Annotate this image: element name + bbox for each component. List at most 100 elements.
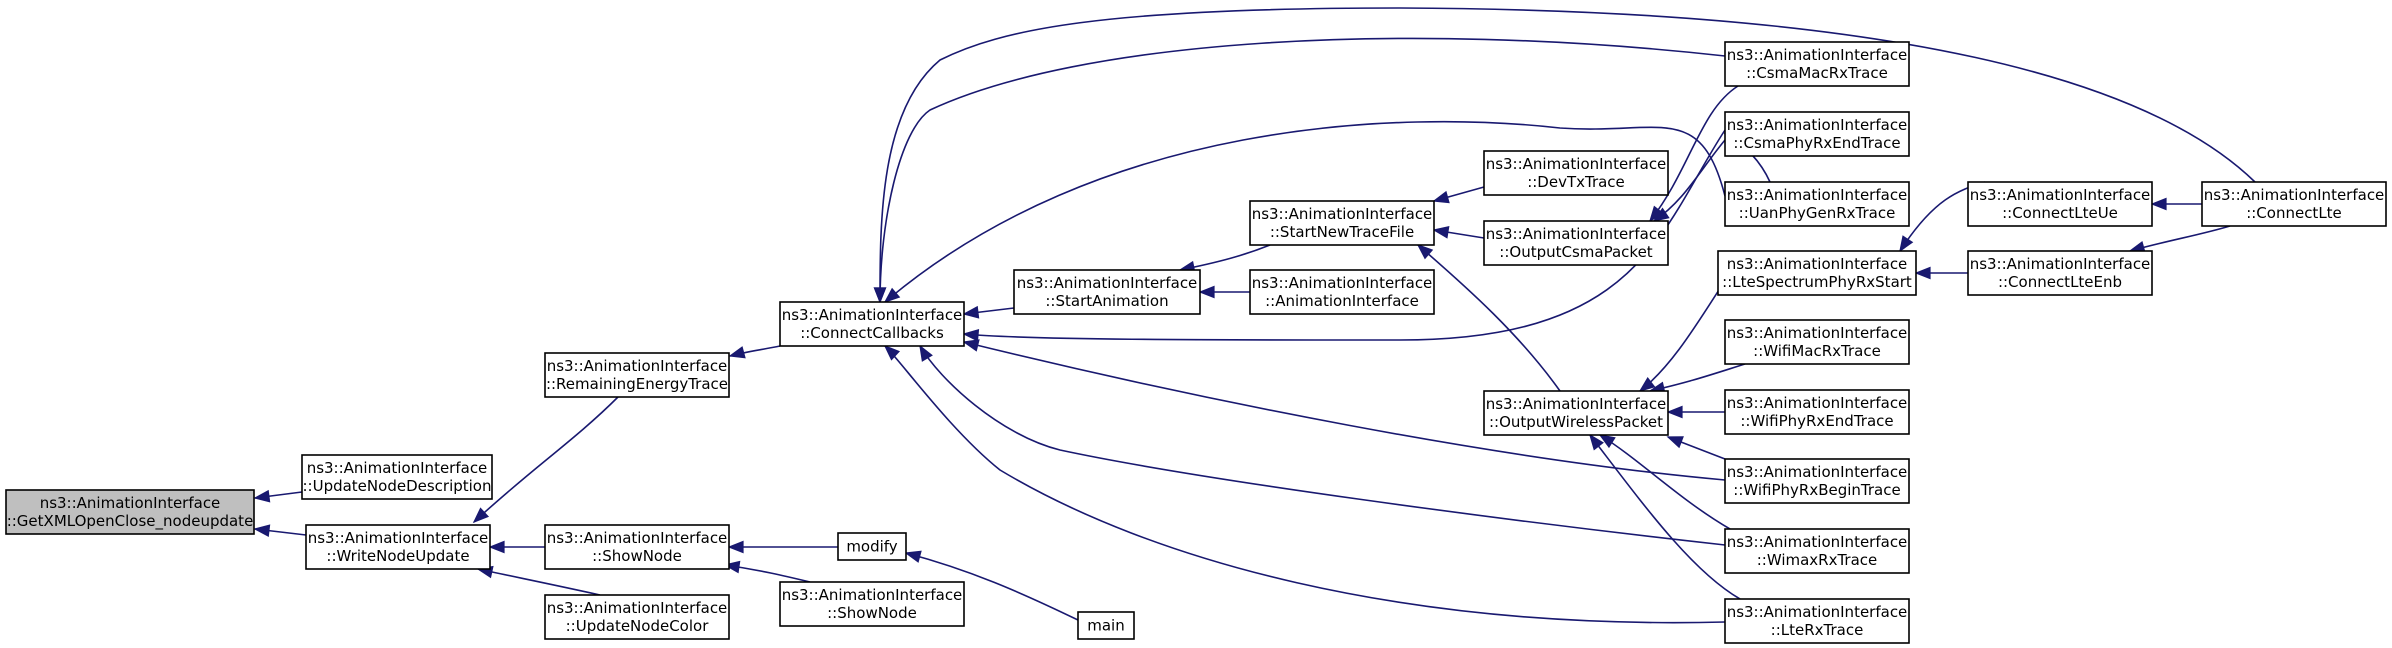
node-box	[779, 581, 965, 627]
arrowhead-icon	[873, 287, 887, 304]
edge-lte-rx-trace-to-connect-callbacks	[883, 344, 1726, 624]
edge-connect-callbacks-to-remaining-energy-trace	[728, 345, 781, 359]
node-connect-lte[interactable]: ns3::AnimationInterface::ConnectLte	[2201, 181, 2387, 227]
node-label-class: ns3::AnimationInterface	[308, 529, 489, 547]
node-box	[1967, 181, 2153, 227]
edge-line	[1599, 434, 1731, 530]
arrowhead-icon	[1198, 285, 1215, 299]
node-write-node-update[interactable]: ns3::AnimationInterface::WriteNodeUpdate	[305, 524, 491, 570]
arrowhead-icon	[1899, 235, 1914, 253]
node-label-method: ::ShowNode	[592, 547, 682, 565]
node-label-method: ::StartNewTraceFile	[1270, 223, 1414, 241]
node-label-method: ::OutputCsmaPacket	[1499, 243, 1652, 261]
node-box	[301, 454, 493, 500]
edge-modify-to-show-node	[727, 540, 838, 554]
arrowhead-icon	[962, 339, 980, 352]
edge-remaining-energy-trace-to-write-node-update	[472, 396, 619, 524]
node-label-class: ns3::AnimationInterface	[1017, 274, 1198, 292]
node-show-node[interactable]: ns3::AnimationInterface::ShowNode	[544, 524, 730, 570]
node-label-class: ns3::AnimationInterface	[547, 357, 728, 375]
arrowhead-icon	[1666, 436, 1684, 449]
edge-line	[884, 120, 1726, 303]
node-box	[1717, 250, 1917, 296]
node-get-xml-open-close-nodeupdate: ns3::AnimationInterface::GetXMLOpenClose…	[5, 489, 255, 535]
arrowhead-icon	[962, 305, 980, 319]
node-lte-rx-trace[interactable]: ns3::AnimationInterface::LteRxTrace	[1724, 598, 1910, 644]
edge-animation-interface-ctor-to-start-animation	[1198, 285, 1250, 299]
edge-connect-lte-enb-to-lte-spectrum-phy-rx-start	[1914, 266, 1968, 280]
edge-line	[1589, 434, 1741, 600]
node-start-new-trace-file[interactable]: ns3::AnimationInterface::StartNewTraceFi…	[1249, 200, 1435, 246]
node-box	[1724, 181, 1910, 227]
arrowhead-icon	[253, 489, 271, 503]
node-label-method: ::StartAnimation	[1045, 292, 1168, 310]
node-box	[1724, 111, 1910, 157]
node-label-class: ns3::AnimationInterface	[1252, 205, 1433, 223]
node-wimax-rx-trace[interactable]: ns3::AnimationInterface::WimaxRxTrace	[1724, 528, 1910, 574]
edge-write-node-update-to-get-xml-open-close-nodeupdate	[253, 524, 307, 538]
node-box	[1077, 611, 1135, 640]
node-connect-lte-enb[interactable]: ns3::AnimationInterface::ConnectLteEnb	[1967, 250, 2153, 296]
node-animation-interface-ctor[interactable]: ns3::AnimationInterface::AnimationInterf…	[1249, 269, 1435, 315]
node-label-class: ns3::AnimationInterface	[1727, 116, 1908, 134]
node-box	[779, 301, 965, 347]
edge-line	[963, 129, 1726, 341]
node-label-class: ns3::AnimationInterface	[1727, 255, 1908, 273]
arrowhead-icon	[1666, 405, 1683, 419]
node-label-class: ns3::AnimationInterface	[1727, 46, 1908, 64]
node-connect-callbacks[interactable]: ns3::AnimationInterface::ConnectCallback…	[779, 301, 965, 347]
node-label-class: modify	[846, 538, 897, 556]
node-box	[1724, 319, 1910, 365]
node-remaining-energy-trace[interactable]: ns3::AnimationInterface::RemainingEnergy…	[544, 352, 730, 398]
node-label-class: ns3::AnimationInterface	[1727, 186, 1908, 204]
node-csma-phy-rx-end-trace[interactable]: ns3::AnimationInterface::CsmaPhyRxEndTra…	[1724, 111, 1910, 157]
node-wifi-mac-rx-trace[interactable]: ns3::AnimationInterface::WifiMacRxTrace	[1724, 319, 1910, 365]
node-box	[1249, 200, 1435, 246]
node-label-class: ns3::AnimationInterface	[1252, 274, 1433, 292]
node-box	[837, 532, 907, 561]
node-update-node-description[interactable]: ns3::AnimationInterface::UpdateNodeDescr…	[301, 454, 493, 500]
node-csma-mac-rx-trace[interactable]: ns3::AnimationInterface::CsmaMacRxTrace	[1724, 41, 1910, 87]
edge-start-new-trace-file-to-start-animation	[1178, 244, 1271, 274]
node-output-wireless-packet[interactable]: ns3::AnimationInterface::OutputWirelessP…	[1483, 390, 1669, 436]
node-label-method: ::UpdateNodeDescription	[302, 477, 491, 495]
node-label-class: ns3::AnimationInterface	[1727, 394, 1908, 412]
node-modify[interactable]: modify	[837, 532, 907, 561]
node-box	[544, 352, 730, 398]
edge-show-node-overload-to-show-node	[723, 560, 811, 583]
node-update-node-color[interactable]: ns3::AnimationInterface::UpdateNodeColor	[544, 594, 730, 640]
node-show-node-overload[interactable]: ns3::AnimationInterface::ShowNode	[779, 581, 965, 627]
node-output-csma-packet[interactable]: ns3::AnimationInterface::OutputCsmaPacke…	[1483, 220, 1669, 266]
node-uan-phy-gen-rx-trace[interactable]: ns3::AnimationInterface::UanPhyGenRxTrac…	[1724, 181, 1910, 227]
node-label-method: ::LteRxTrace	[1771, 621, 1864, 639]
node-box	[1724, 458, 1910, 504]
node-label-method: ::LteSpectrumPhyRxStart	[1722, 273, 1912, 291]
node-box	[1724, 389, 1910, 435]
node-label-method: ::WriteNodeUpdate	[326, 547, 469, 565]
arrowhead-icon	[1914, 266, 1931, 280]
edge-main-to-modify	[904, 550, 1079, 621]
node-wifi-phy-rx-begin-trace[interactable]: ns3::AnimationInterface::WifiPhyRxBeginT…	[1724, 458, 1910, 504]
node-label-class: ns3::AnimationInterface	[547, 529, 728, 547]
node-label-method: ::ConnectLte	[2246, 204, 2342, 222]
edge-csma-phy-rx-end-trace-to-connect-callbacks	[962, 129, 1726, 342]
node-start-animation[interactable]: ns3::AnimationInterface::StartAnimation	[1013, 269, 1201, 315]
node-dev-tx-trace[interactable]: ns3::AnimationInterface::DevTxTrace	[1483, 150, 1669, 196]
arrowhead-icon	[472, 507, 490, 524]
node-box	[1483, 150, 1669, 196]
node-connect-lte-ue[interactable]: ns3::AnimationInterface::ConnectLteUe	[1967, 181, 2153, 227]
edge-show-node-to-write-node-update	[488, 540, 545, 554]
node-lte-spectrum-phy-rx-start[interactable]: ns3::AnimationInterface::LteSpectrumPhyR…	[1717, 250, 1917, 296]
arrowhead-icon	[728, 346, 746, 359]
node-label-method: ::GetXMLOpenClose_nodeupdate	[7, 512, 254, 531]
arrowhead-icon	[883, 344, 901, 361]
node-wifi-phy-rx-end-trace[interactable]: ns3::AnimationInterface::WifiPhyRxEndTra…	[1724, 389, 1910, 435]
edge-wimax-rx-trace-to-connect-callbacks	[919, 344, 1726, 546]
arrowhead-icon	[919, 344, 933, 362]
node-label-method: ::AnimationInterface	[1265, 292, 1419, 310]
node-main[interactable]: main	[1077, 611, 1135, 640]
node-box	[544, 524, 730, 570]
arrowhead-icon	[904, 550, 922, 563]
edge-csma-phy-rx-end-trace-to-output-csma-packet	[1652, 139, 1726, 222]
node-label-class: ns3::AnimationInterface	[782, 306, 963, 324]
